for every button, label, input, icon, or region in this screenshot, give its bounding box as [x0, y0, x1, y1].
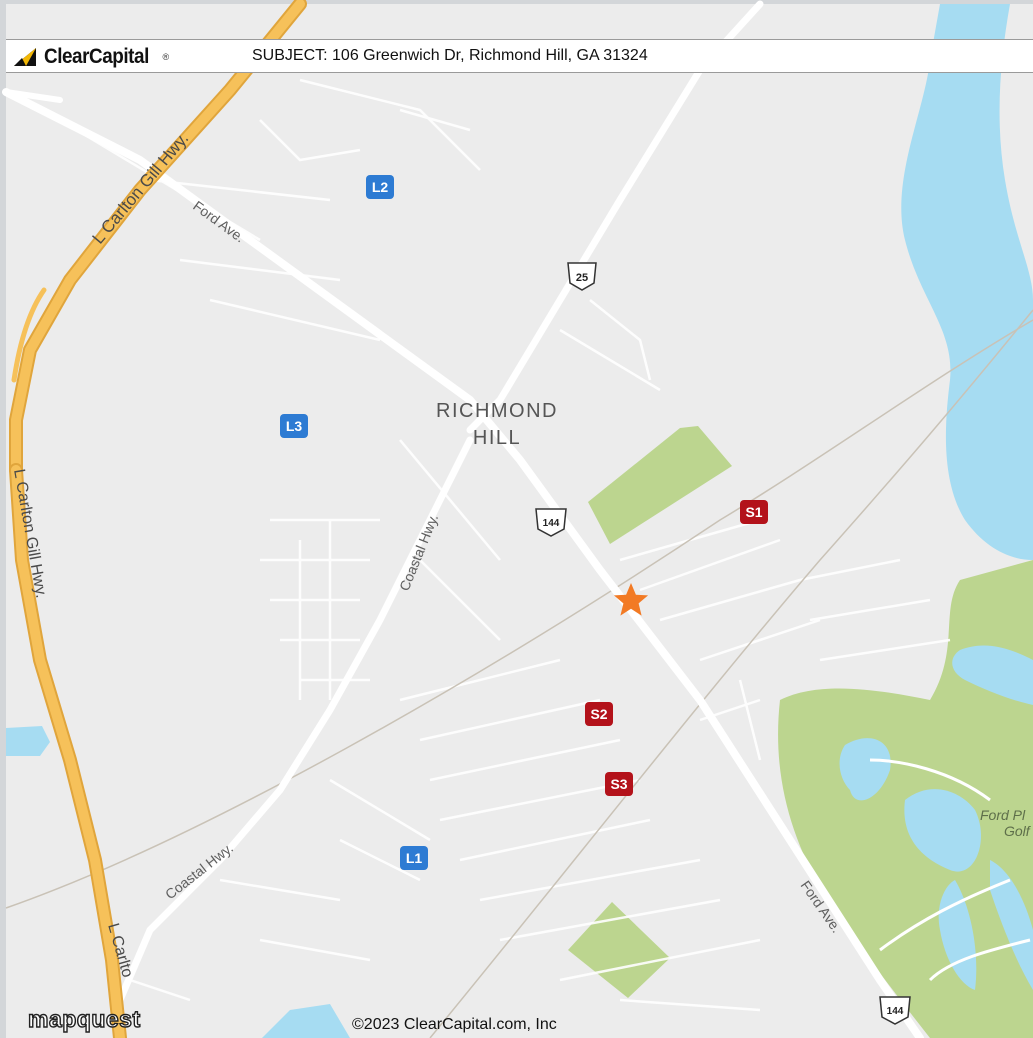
route-shield-144-south: 144	[879, 996, 911, 1025]
marker-l2[interactable]: L2	[366, 175, 394, 199]
brand-trademark: ®	[162, 52, 170, 62]
marker-l3[interactable]: L3	[280, 414, 308, 438]
ford-ave-road	[2, 88, 924, 1038]
route-shield-144: 144	[535, 508, 567, 537]
marker-s1[interactable]: S1	[740, 500, 768, 524]
railroads	[5, 309, 1033, 1038]
clearcapital-logo-icon	[14, 48, 36, 66]
coastal-hwy-road	[116, 436, 474, 1004]
svg-text:S3: S3	[610, 776, 627, 792]
route-shield-25: 25	[567, 262, 597, 291]
svg-text:25: 25	[576, 272, 588, 284]
subject-address: SUBJECT: 106 Greenwich Dr, Richmond Hill…	[252, 47, 648, 64]
golf-label-line1: Ford Pl	[980, 807, 1026, 823]
mapquest-logo: mapquest	[27, 1005, 141, 1032]
svg-text:144: 144	[887, 1006, 904, 1017]
svg-text:L2: L2	[372, 179, 389, 195]
svg-text:144: 144	[543, 518, 560, 529]
golf-label-line2: Golf	[1004, 823, 1032, 839]
subject-star-icon[interactable]	[613, 583, 649, 616]
clearcapital-logo: ClearCapital ®	[12, 45, 169, 69]
place-label-line1: RICHMOND	[436, 400, 558, 422]
marker-s2[interactable]: S2	[585, 702, 613, 726]
marker-l1[interactable]: L1	[400, 846, 428, 870]
place-label-line2: HILL	[473, 427, 521, 449]
pond-bottom	[262, 1004, 350, 1038]
brand-name: ClearCapital	[44, 45, 149, 68]
svg-text:L1: L1	[406, 850, 423, 866]
river	[901, 4, 1033, 560]
park-north	[588, 426, 732, 544]
svg-text:mapquest: mapquest	[28, 1006, 141, 1032]
svg-text:S2: S2	[590, 706, 607, 722]
pond-left	[6, 726, 50, 756]
svg-text:L3: L3	[286, 418, 303, 434]
copyright-notice: ©2023 ClearCapital.com, Inc	[352, 1016, 557, 1033]
svg-text:S1: S1	[745, 504, 762, 520]
park-south	[568, 902, 670, 998]
highway-carlton-gill	[9, 0, 307, 1038]
marker-s3[interactable]: S3	[605, 772, 633, 796]
report-header: ClearCapital ® SUBJECT: 106 Greenwich Dr…	[6, 39, 1033, 73]
